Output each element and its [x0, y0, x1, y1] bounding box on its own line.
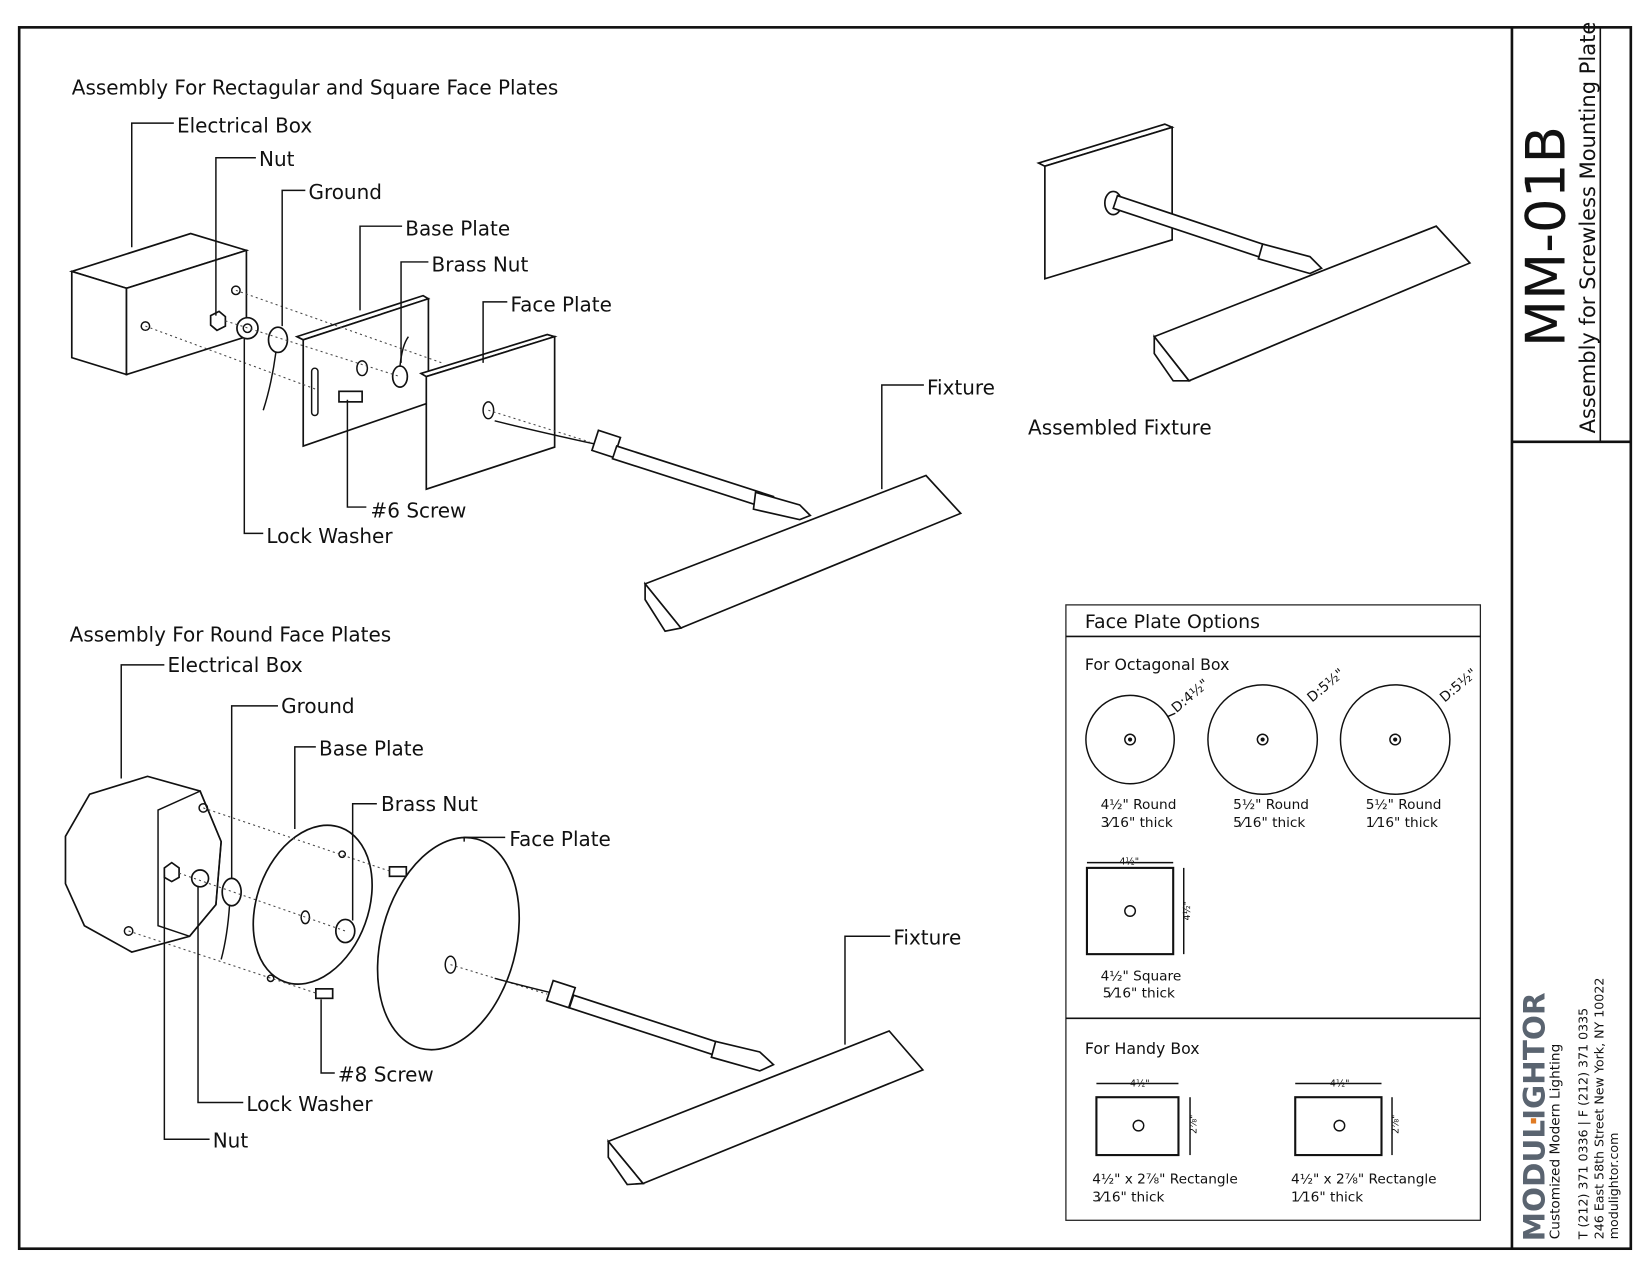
label-brass-nut: Brass Nut	[432, 252, 529, 276]
option-square-thick: 5⁄16" thick	[1103, 985, 1175, 1001]
option-round-3-name: 5½" Round	[1366, 797, 1442, 813]
option-square-width: 4½"	[1120, 857, 1140, 868]
nut-drawing	[209, 310, 227, 332]
dotted-guides	[145, 289, 590, 443]
fixture-round-drawing	[494, 977, 925, 1186]
round-assembly-heading: Assembly For Round Face Plates	[70, 623, 392, 647]
option-rect-1-name: 4½" x 2⅞" Rectangle	[1092, 1171, 1238, 1187]
company-logo: MODULIGHTOR	[1518, 992, 1552, 1241]
drawing-number: MM-01B	[1514, 126, 1578, 347]
face-plate-drawing	[418, 333, 558, 491]
company-tagline: Customized Modern Lighting	[1547, 1044, 1563, 1239]
face-plate-round-drawing	[376, 836, 521, 1051]
rect-assembly: Assembly For Rectagular and Square Face …	[68, 76, 995, 633]
option-round-2: D:5½" 5½" Round 5⁄16" thick	[1207, 666, 1348, 831]
leader-lines-round	[120, 664, 891, 1141]
option-rect-1: 4½" 2⅞" 4½" x 2⅞" Rectangle 3⁄16" thick	[1092, 1079, 1238, 1206]
company-address: 246 East 58th Street New York, NY 10022	[1591, 978, 1606, 1240]
handy-heading: For Handy Box	[1085, 1039, 1200, 1058]
label-electrical-box: Electrical Box	[177, 114, 312, 138]
sheet-border	[17, 26, 1633, 1251]
option-round-1: D:4½" 4½" Round 3⁄16" thick	[1085, 676, 1212, 831]
company-block: MODULIGHTOR Customized Modern Lighting T…	[1518, 978, 1622, 1242]
label-face-plate: Face Plate	[510, 292, 611, 316]
option-rect-2-thick: 1⁄16" thick	[1291, 1189, 1363, 1205]
label-face-plate-round: Face Plate	[509, 827, 610, 851]
face-plate-options-title: Face Plate Options	[1085, 611, 1260, 633]
label-base-plate-round: Base Plate	[319, 736, 424, 760]
label-6-screw: #6 Screw	[371, 499, 467, 523]
round-assembly: Assembly For Round Face Plates	[64, 623, 961, 1186]
option-round-1-thick: 3⁄16" thick	[1101, 815, 1173, 831]
option-square-height: 4½"	[1182, 901, 1193, 921]
face-plate-options-panel: Face Plate Options For Octagonal Box D:4…	[1065, 604, 1482, 1221]
fixture-drawing	[494, 420, 963, 633]
label-electrical-box-round: Electrical Box	[168, 653, 303, 677]
option-round-3-dim: D:5½"	[1437, 666, 1480, 706]
option-rect-1-height: 2⅞"	[1188, 1115, 1199, 1135]
label-fixture: Fixture	[927, 375, 995, 399]
label-base-plate: Base Plate	[405, 217, 510, 241]
company-website[interactable]: modulightor.com	[1606, 1133, 1621, 1240]
base-plate-round-drawing	[252, 824, 408, 1000]
leader-lines	[131, 122, 924, 535]
option-round-1-dim: D:4½"	[1169, 676, 1212, 716]
label-brass-nut-round: Brass Nut	[381, 792, 478, 816]
ground-drawing	[262, 326, 289, 411]
dotted-guides-round	[128, 807, 548, 995]
option-square-name: 4½" Square	[1101, 968, 1182, 984]
label-fixture-round: Fixture	[893, 926, 961, 950]
label-nut: Nut	[259, 147, 295, 171]
lock-washer-drawing	[236, 316, 259, 340]
option-rect-2-height: 2⅞"	[1390, 1115, 1401, 1135]
rect-assembly-heading: Assembly For Rectagular and Square Face …	[72, 76, 559, 100]
label-nut-round: Nut	[213, 1129, 249, 1153]
octagonal-box-drawing	[64, 775, 223, 953]
assembled-fixture: Assembled Fixture	[1028, 123, 1472, 439]
company-phone: T (212) 371 0336 | F (212) 371 0335	[1576, 1008, 1591, 1240]
logo-accent-dot	[1530, 1118, 1537, 1124]
option-rect-1-width: 4½"	[1130, 1079, 1150, 1090]
label-assembled-fixture: Assembled Fixture	[1028, 415, 1212, 439]
option-round-2-name: 5½" Round	[1233, 797, 1309, 813]
option-rect-2: 4½" 2⅞" 4½" x 2⅞" Rectangle 1⁄16" thick	[1291, 1079, 1437, 1206]
option-rect-1-thick: 3⁄16" thick	[1092, 1189, 1164, 1205]
label-8-screw: #8 Screw	[338, 1062, 434, 1086]
option-rect-2-name: 4½" x 2⅞" Rectangle	[1291, 1171, 1437, 1187]
label-ground: Ground	[308, 180, 381, 204]
option-round-3-thick: 1⁄16" thick	[1366, 815, 1438, 831]
base-plate-drawing	[294, 294, 431, 448]
option-square: 4½" 4½" 4½" Square 5⁄16" thick	[1085, 857, 1193, 1001]
option-round-3: D:5½" 5½" Round 1⁄16" thick	[1339, 666, 1480, 831]
drawing-title: Assembly for Screwless Mounting Plate	[1575, 22, 1600, 434]
octagonal-heading: For Octagonal Box	[1085, 655, 1230, 674]
option-round-1-name: 4½" Round	[1101, 797, 1177, 813]
option-round-2-dim: D:5½"	[1304, 666, 1347, 706]
option-rect-2-width: 4½"	[1330, 1079, 1350, 1090]
label-lock-washer-round: Lock Washer	[246, 1092, 373, 1116]
label-ground-round: Ground	[281, 694, 354, 718]
option-round-2-thick: 5⁄16" thick	[1233, 815, 1305, 831]
label-lock-washer: Lock Washer	[266, 524, 393, 548]
ground-drawing-round	[220, 877, 242, 960]
